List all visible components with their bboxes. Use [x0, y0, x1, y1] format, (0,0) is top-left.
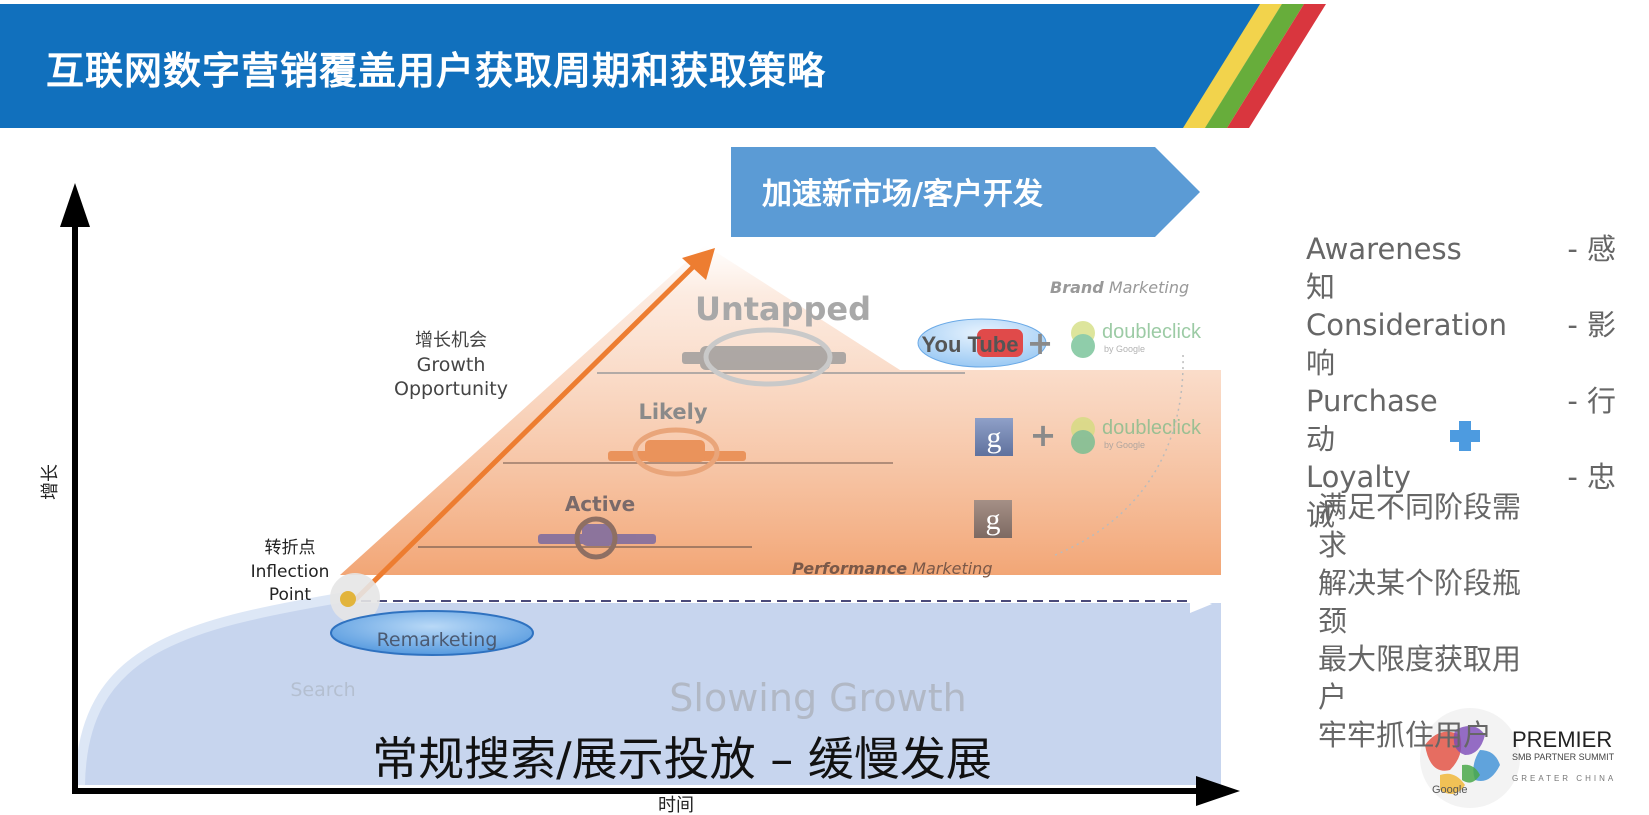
x-axis-label: 时间	[658, 795, 694, 815]
y-axis-label: 增长	[40, 464, 61, 500]
blue-cross-icon	[1450, 421, 1480, 451]
active-label: Active	[565, 492, 635, 516]
stripe-green	[1205, 4, 1304, 128]
accelerate-banner-text: 加速新市场/客户开发	[762, 177, 1043, 212]
svg-text:by Google: by Google	[1104, 344, 1145, 354]
plus-icon: +	[1030, 416, 1057, 454]
svg-text:by Google: by Google	[1104, 440, 1145, 450]
premier-logo-subtitle: SMB PARTNER SUMMIT	[1512, 752, 1615, 762]
inflection-label-en2: Point	[269, 585, 312, 605]
svg-text:doubleclick: doubleclick	[1102, 321, 1202, 343]
page-title: 互联网数字营销覆盖用户获取周期和获取策略	[46, 49, 827, 93]
doubleclick-logo-1: doubleclick by Google	[1071, 321, 1202, 358]
benefit-item-cont: 户	[1318, 680, 1348, 714]
inflection-point-dot	[340, 591, 356, 607]
google-wordmark: Google	[1432, 784, 1468, 796]
svg-text:doubleclick: doubleclick	[1102, 417, 1202, 439]
untapped-ring	[703, 327, 833, 387]
google-g-icon: g	[986, 503, 1001, 536]
stage-consideration: Consideration - 影 响	[1306, 308, 1616, 380]
premier-logo-title: PREMIER	[1512, 727, 1613, 752]
google-g-icon: g	[987, 421, 1002, 454]
google-logo-box-1	[975, 418, 1013, 456]
premier-globe-logo	[1420, 708, 1520, 808]
benefit-item: 牢牢抓住用户	[1318, 718, 1493, 752]
growth-opportunity-region	[340, 245, 1221, 575]
likely-ring	[632, 427, 720, 477]
title-banner	[0, 0, 1649, 128]
stripe-yellow	[1183, 4, 1282, 128]
stripe-red	[1227, 4, 1326, 128]
benefit-item: 解决某个阶段瓶	[1318, 566, 1522, 600]
benefit-item: 最大限度获取用	[1318, 642, 1522, 676]
growth-label-en2: Opportunity	[394, 378, 508, 400]
untapped-people-group	[682, 346, 846, 370]
plus-icon: +	[1027, 324, 1054, 362]
inflection-label-en1: Inflection	[251, 562, 330, 582]
google-logo-box-2	[974, 500, 1012, 538]
stage-awareness: Awareness - 感 知	[1306, 232, 1616, 304]
accelerate-banner	[731, 147, 1200, 237]
search-curve	[75, 592, 346, 786]
active-ring	[574, 516, 618, 560]
brand-marketing-label: Brand Marketing	[1050, 278, 1189, 297]
benefit-item-cont: 求	[1318, 528, 1348, 562]
active-people-group	[538, 524, 656, 546]
slowing-growth-label: Slowing Growth	[669, 676, 966, 720]
likely-people-group	[608, 440, 746, 462]
benefit-item: 满足不同阶段需	[1318, 490, 1522, 524]
benefits-list: 满足不同阶段需 求 解决某个阶段瓶 颈 最大限度获取用 户 牢牢抓住用户	[1318, 488, 1558, 754]
performance-marketing-label: Performance Marketing	[792, 559, 992, 578]
growth-label-cn: 增长机会	[415, 330, 487, 351]
bottom-caption: 常规搜索/展示投放 – 缓慢发展	[372, 732, 992, 786]
funnel-stages: Awareness - 感 知 Consideration - 影 响 Purc…	[1306, 230, 1616, 534]
growth-label-en1: Growth	[417, 354, 486, 376]
youtube-logo: You Tube	[922, 332, 1019, 357]
untapped-label: Untapped	[695, 290, 871, 328]
inflection-label-cn: 转折点	[265, 538, 316, 558]
remarketing-label: Remarketing	[377, 629, 498, 651]
premier-logo-region: GREATER CHINA	[1512, 774, 1617, 783]
remarketing-ellipse	[330, 610, 534, 656]
stage-loyalty: Loyalty - 忠 诚	[1306, 460, 1616, 532]
benefit-item-cont: 颈	[1318, 604, 1348, 638]
growth-arrow	[353, 263, 697, 602]
likely-label: Likely	[638, 400, 707, 424]
doubleclick-logo-2: doubleclick by Google	[1071, 417, 1202, 454]
search-label: Search	[290, 679, 355, 701]
stage-purchase: Purchase - 行 动	[1306, 384, 1616, 456]
